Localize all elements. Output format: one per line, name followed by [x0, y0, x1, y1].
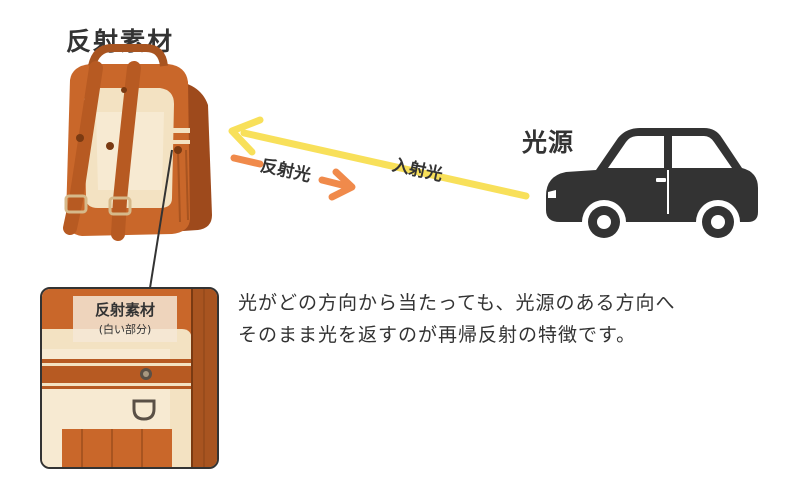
- explanation-line-1: 光がどの方向から当たっても、光源のある方向へ: [238, 292, 676, 314]
- callout-line: [149, 149, 173, 289]
- reflected-light-label: 反射光: [259, 155, 313, 186]
- inset-subtitle: (白い部分): [98, 323, 152, 336]
- car-icon: [546, 128, 758, 244]
- incident-light-arrow: [228, 116, 530, 200]
- inset-label: 反射素材 (白い部分): [73, 296, 177, 342]
- incident-light-label: 入射光: [390, 154, 444, 185]
- inset-title: 反射素材: [94, 301, 155, 319]
- reflected-light-arrow: [230, 154, 356, 201]
- light-source-title: 光源: [522, 128, 575, 157]
- explanation-text: 光がどの方向から当たっても、光源のある方向へ そのまま光を返すのが再帰反射の特徴…: [238, 287, 778, 351]
- explanation-line-2: そのまま光を返すのが再帰反射の特徴です。: [238, 324, 637, 346]
- backpack-illustration: [63, 44, 212, 241]
